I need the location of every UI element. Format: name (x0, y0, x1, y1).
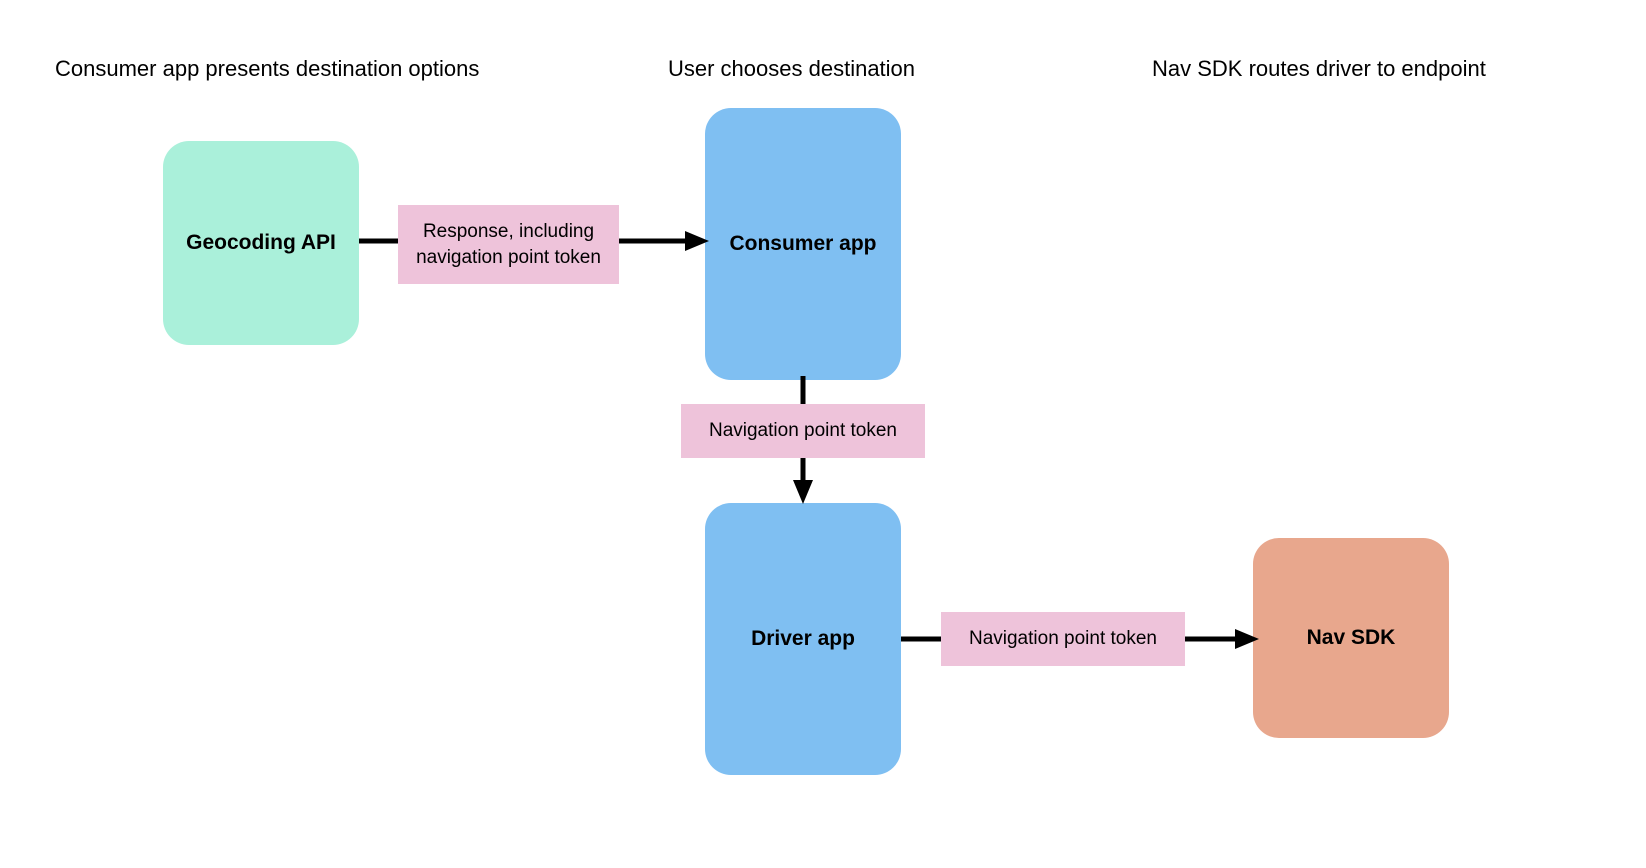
edge-label-navigation-point-token-horizontal: Navigation point token (941, 612, 1185, 666)
node-nav-sdk[interactable]: Nav SDK (1253, 538, 1449, 738)
column-heading-user-chooses: User chooses destination (668, 56, 916, 81)
edge-label-response-including-navigation-point-token: Response, including navigation point tok… (398, 205, 619, 284)
node-consumer-app[interactable]: Consumer app (705, 108, 901, 380)
node-driver-app[interactable]: Driver app (705, 503, 901, 775)
edge-label-navigation-point-token-vertical-text: Navigation point token (708, 420, 897, 442)
node-consumer-app-label: Consumer app (729, 231, 877, 255)
node-geocoding-api[interactable]: Geocoding API (163, 141, 359, 345)
connector-response-label-to-consumer-app (617, 228, 711, 254)
column-heading-nav-sdk: Nav SDK routes driver to endpoint (1152, 56, 1486, 81)
node-driver-app-label: Driver app (751, 626, 855, 650)
connector-token-label-to-nav-sdk (1183, 626, 1261, 652)
edge-label-response-text: Response, including navigation point tok… (416, 221, 601, 268)
edge-label-navigation-point-token-horizontal-text: Navigation point token (968, 628, 1157, 650)
node-geocoding-api-label: Geocoding API (186, 230, 336, 254)
connector-driver-app-to-token-label (901, 633, 947, 645)
edge-label-navigation-point-token-vertical: Navigation point token (681, 404, 925, 458)
node-nav-sdk-label: Nav SDK (1306, 625, 1396, 649)
column-heading-consumer: Consumer app presents destination option… (55, 56, 480, 81)
